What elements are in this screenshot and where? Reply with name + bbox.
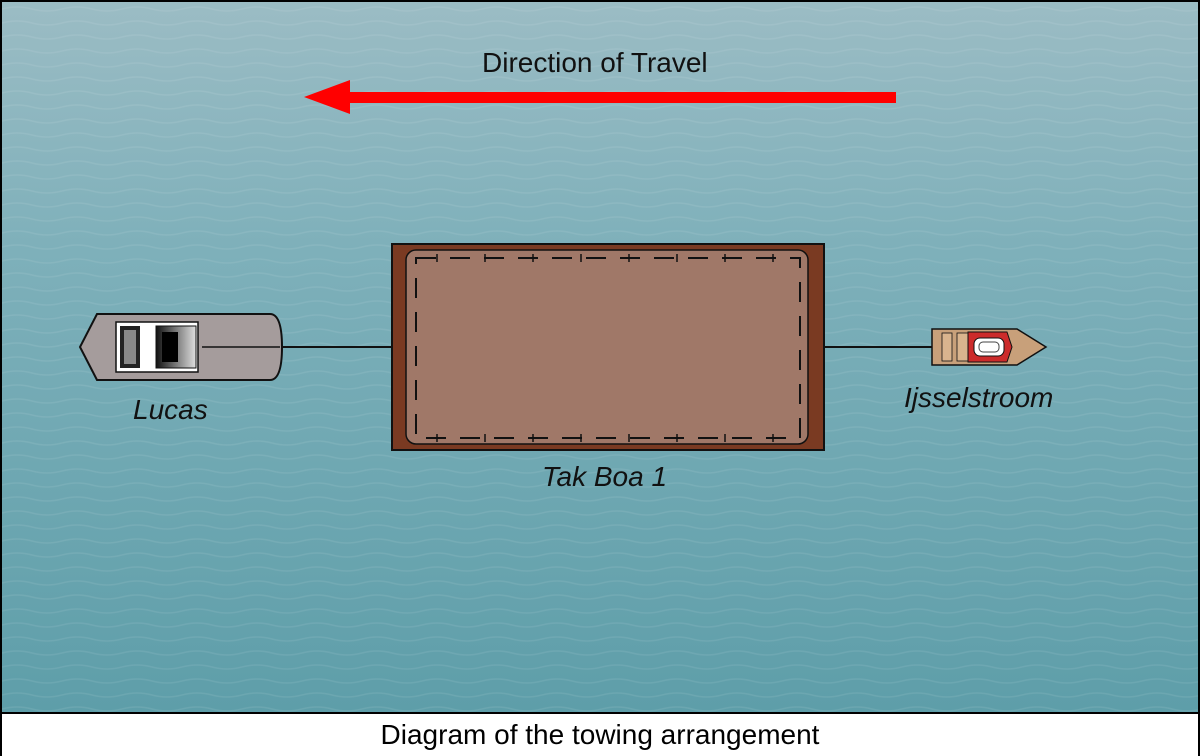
diagram-caption: Diagram of the towing arrangement <box>380 719 820 750</box>
tak-boa-label: Tak Boa 1 <box>542 461 668 492</box>
ijsselstroom-label: Ijsselstroom <box>904 382 1054 413</box>
direction-arrow <box>304 80 896 114</box>
ijsselstroom-vessel <box>931 328 1048 366</box>
sea-background <box>2 2 1198 712</box>
towing-diagram-canvas <box>2 2 1198 712</box>
tak-boa-barge <box>391 243 825 451</box>
lucas-vessel <box>78 313 284 381</box>
lucas-label: Lucas <box>133 394 208 425</box>
caption-bar: Diagram of the towing arrangement <box>2 712 1198 756</box>
direction-of-travel-label: Direction of Travel <box>482 47 708 78</box>
